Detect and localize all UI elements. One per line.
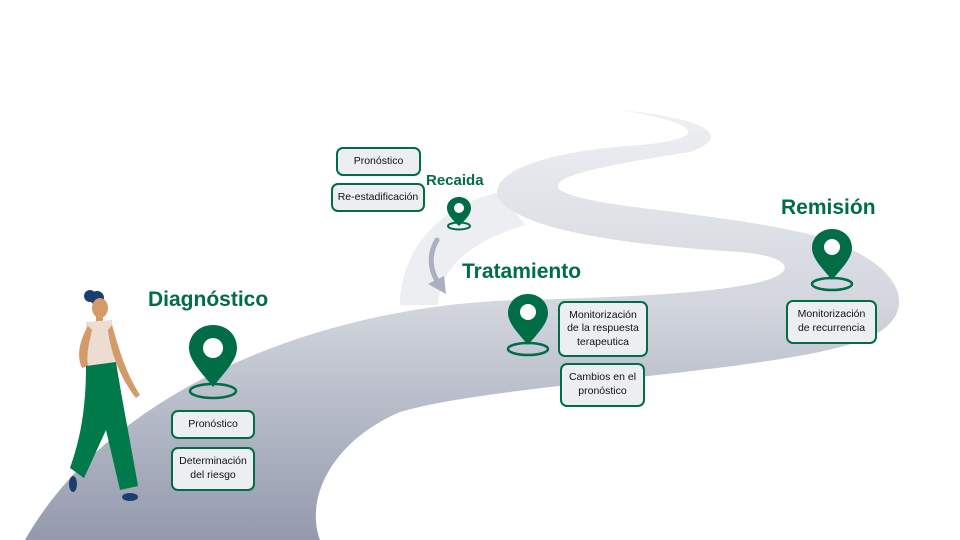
stage-title-tratamiento: Tratamiento	[462, 260, 582, 283]
walking-woman-illustration	[69, 290, 140, 501]
stage-title-recaida: Recaida	[426, 172, 484, 189]
remision-monitorizacion-box: Monitorización de recurrencia	[786, 300, 877, 344]
location-pin-icon	[506, 294, 550, 357]
diagnostico-pronostico-box: Pronóstico	[171, 410, 255, 439]
location-pin-icon	[447, 197, 471, 231]
stage-title-diagnostico: Diagnóstico	[148, 288, 269, 311]
diagnostico-riesgo-box: Determinación del riesgo	[171, 447, 255, 491]
curved-arrow-head	[428, 276, 446, 294]
recaida-pronostico-box: Pronóstico	[336, 147, 421, 176]
tratamiento-monitorizacion-box: Monitorización de la respuesta terapeuti…	[558, 301, 648, 357]
location-pin-icon	[188, 325, 238, 400]
tratamiento-cambios-box: Cambios en el pronóstico	[560, 363, 645, 407]
recaida-reestadificacion-box: Re-estadificación	[331, 183, 425, 212]
recaida-loop-path	[400, 192, 525, 305]
stage-title-remision: Remisión	[781, 196, 876, 219]
location-pin-icon	[810, 229, 854, 292]
